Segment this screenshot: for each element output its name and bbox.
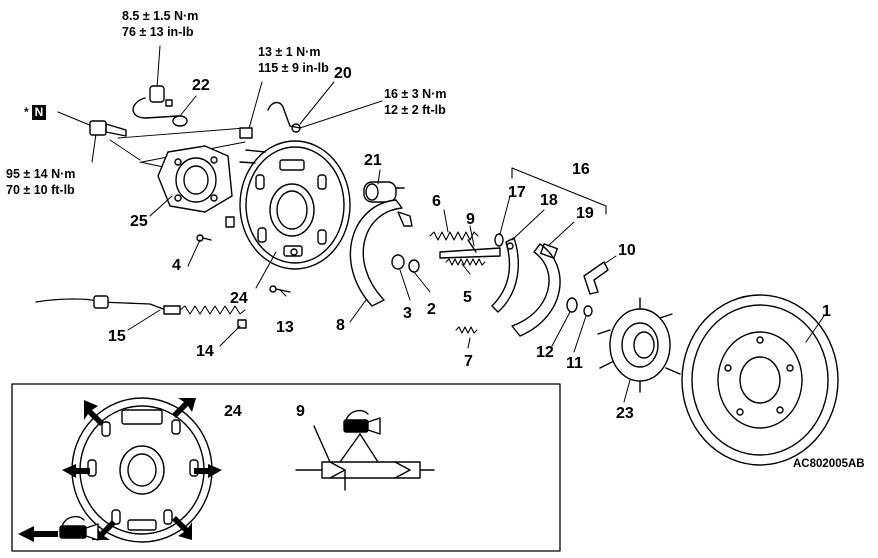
- torque-imperial: 12 ± 2 ft-lb: [384, 103, 446, 117]
- torque-metric: 16 ± 3 N·m: [384, 87, 447, 101]
- torque-spec-valve: 8.5 ± 1.5 N·m 76 ± 13 in-lb: [122, 8, 198, 40]
- callout-25: 25: [130, 213, 148, 230]
- inset-strut-9: [295, 425, 435, 491]
- callout-8: 8: [336, 317, 345, 334]
- torque-spec-hub-bolt: 95 ± 14 N·m 70 ± 10 ft-lb: [6, 166, 75, 198]
- callout-16: 16: [572, 161, 590, 178]
- parking-brake-cable: [35, 295, 247, 329]
- hub-bolt: [89, 120, 127, 137]
- callout-5: 5: [463, 289, 472, 306]
- strut-9: [439, 239, 501, 259]
- grease-icon: [343, 409, 381, 435]
- callout-23: 23: [616, 405, 634, 422]
- bolt-13: [269, 285, 291, 293]
- grease-icon: [59, 515, 99, 541]
- wheel-cylinder-21: [363, 181, 405, 203]
- abs-sensor: [132, 85, 188, 127]
- callout-14: 14: [196, 343, 214, 360]
- callout-15: 15: [108, 328, 126, 345]
- clip-20: [267, 101, 301, 133]
- callout-11: 11: [566, 355, 583, 372]
- callout-17: 17: [508, 184, 526, 201]
- torque-imperial: 70 ± 10 ft-lb: [6, 183, 75, 197]
- inset-callout-9: 9: [296, 403, 305, 420]
- callout-13: 13: [276, 319, 294, 336]
- n-box-icon: N: [31, 105, 47, 120]
- callout-12: 12: [536, 344, 554, 361]
- asterisk-mark: *: [24, 105, 29, 119]
- callout-18: 18: [540, 192, 558, 209]
- callout-21: 21: [364, 152, 382, 169]
- torque-metric: 13 ± 1 N·m: [258, 45, 321, 59]
- part-2: [408, 259, 420, 273]
- callout-22: 22: [192, 77, 210, 94]
- screw-4: [196, 234, 212, 242]
- pin-bushing: [225, 216, 235, 228]
- part-11: [583, 305, 593, 317]
- callout-19: 19: [576, 205, 594, 222]
- inset-backing-plate: [71, 397, 213, 543]
- group-bracket-16: [511, 167, 607, 215]
- brake-drum-1: [681, 294, 839, 466]
- callout-1: 1: [822, 303, 831, 320]
- inset-callout-24: 24: [224, 403, 242, 420]
- part-12: [566, 297, 578, 313]
- lever-10: [583, 261, 609, 295]
- torque-imperial: 76 ± 13 in-lb: [122, 25, 194, 39]
- wheel-hub-23: [597, 297, 681, 393]
- diagram-code: AC802005AB: [793, 458, 865, 470]
- torque-metric: 8.5 ± 1.5 N·m: [122, 9, 199, 23]
- callout-6: 6: [432, 193, 441, 210]
- torque-leaders: [57, 45, 383, 163]
- brake-shoe-19: [511, 243, 561, 337]
- callout-leaders: [127, 81, 825, 403]
- callout-7: 7: [464, 353, 473, 370]
- spring-5: [445, 258, 486, 266]
- callout-3: 3: [403, 305, 412, 322]
- spring-7: [455, 326, 478, 334]
- torque-metric: 95 ± 14 N·m: [6, 167, 76, 181]
- torque-imperial: 115 ± 9 in-lb: [258, 61, 329, 75]
- new-part-mark: *N: [24, 105, 47, 120]
- adapter-plate-25: [157, 145, 233, 213]
- inset-arrows: [18, 398, 222, 542]
- callout-4: 4: [172, 257, 181, 274]
- callout-2: 2: [427, 301, 436, 318]
- detail-inset-frame: [11, 383, 561, 552]
- callout-10: 10: [618, 242, 636, 259]
- spring-6: [429, 231, 479, 241]
- callout-9: 9: [466, 211, 475, 228]
- part-17: [494, 233, 504, 247]
- brake-shoe-8: [349, 199, 413, 307]
- torque-spec-backing-plate-bolt: 13 ± 1 N·m 115 ± 9 in-lb: [258, 44, 329, 76]
- bolt-13-top: [239, 127, 253, 139]
- torque-spec-clip: 16 ± 3 N·m 12 ± 2 ft-lb: [384, 86, 446, 118]
- backing-plate-24: [239, 140, 351, 270]
- callout-20: 20: [334, 65, 352, 82]
- lever-18: [491, 237, 519, 313]
- callout-24: 24: [230, 290, 248, 307]
- part-3: [391, 254, 405, 270]
